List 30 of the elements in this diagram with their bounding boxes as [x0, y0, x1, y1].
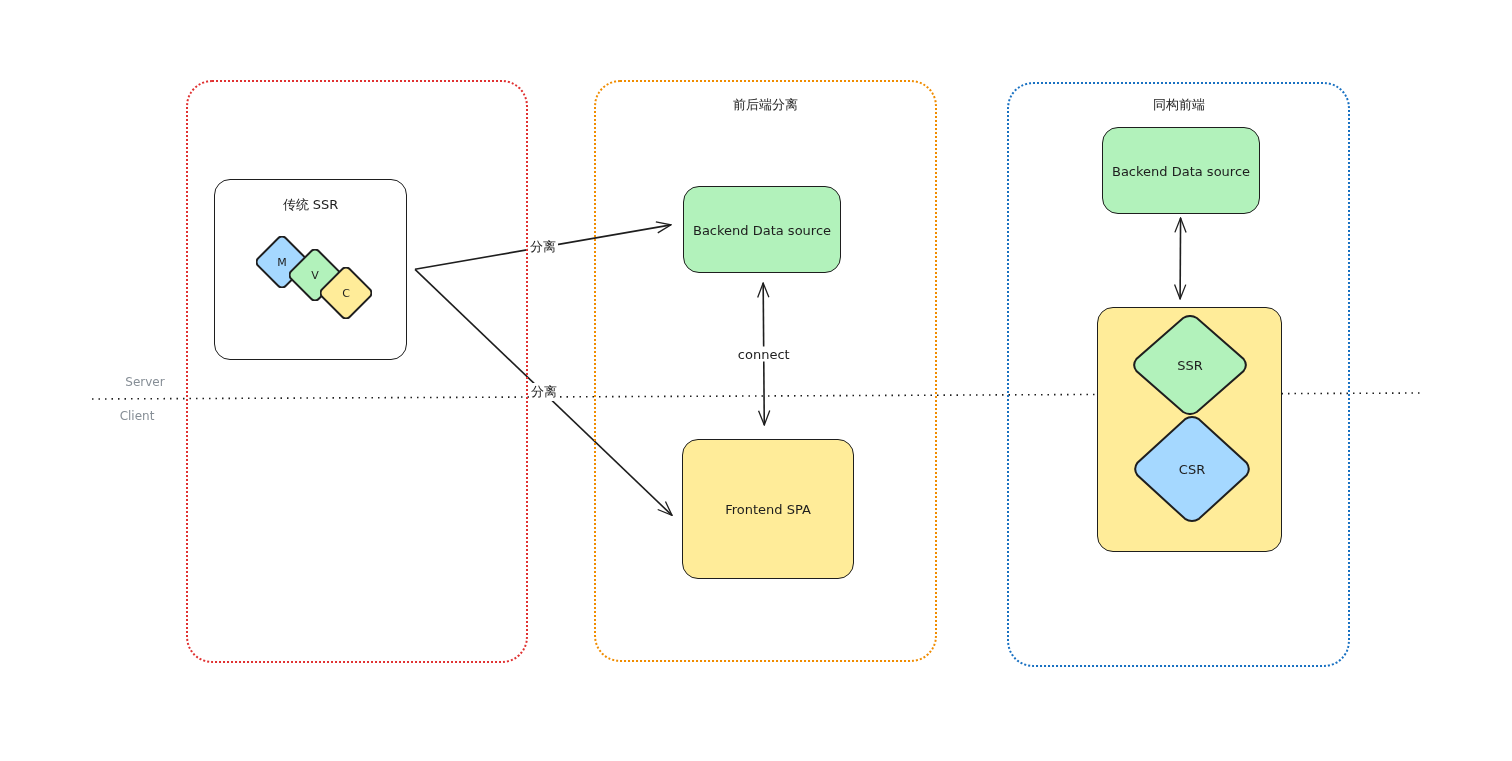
- box-label: Frontend SPA: [724, 501, 812, 517]
- arrow: [414, 221, 672, 271]
- side-label: Server: [124, 375, 166, 389]
- side-label: Client: [118, 409, 156, 423]
- box-label: CSR: [1177, 461, 1207, 477]
- box-label: Backend Data source: [691, 222, 833, 237]
- rounded-box: [1097, 307, 1282, 552]
- panel-title: 前后端分离: [732, 96, 799, 114]
- panel-title: 同构前端: [1151, 96, 1206, 114]
- rounded-box: [1102, 127, 1260, 214]
- rounded-box: [214, 179, 407, 360]
- dotted-panel: [594, 80, 937, 662]
- edge-label: 分离: [528, 383, 559, 402]
- arrow: [1173, 217, 1187, 300]
- edge-label: connect: [735, 346, 792, 362]
- rounded-box: [683, 186, 841, 273]
- box-label: M: [276, 255, 288, 269]
- dotted-panel: [186, 80, 528, 663]
- arrow: [414, 268, 673, 517]
- box-label: 传统 SSR: [281, 196, 340, 214]
- dotted-panel: [1007, 82, 1350, 667]
- box-label: V: [310, 268, 320, 282]
- box-label: Backend Data source: [1110, 163, 1252, 178]
- rounded-box: [682, 439, 854, 579]
- diamond: [1134, 416, 1250, 522]
- box-label: SSR: [1176, 357, 1204, 373]
- diamond: [1133, 315, 1247, 415]
- box-label: C: [341, 286, 351, 300]
- diamond: [320, 267, 372, 319]
- arrow: [757, 282, 771, 426]
